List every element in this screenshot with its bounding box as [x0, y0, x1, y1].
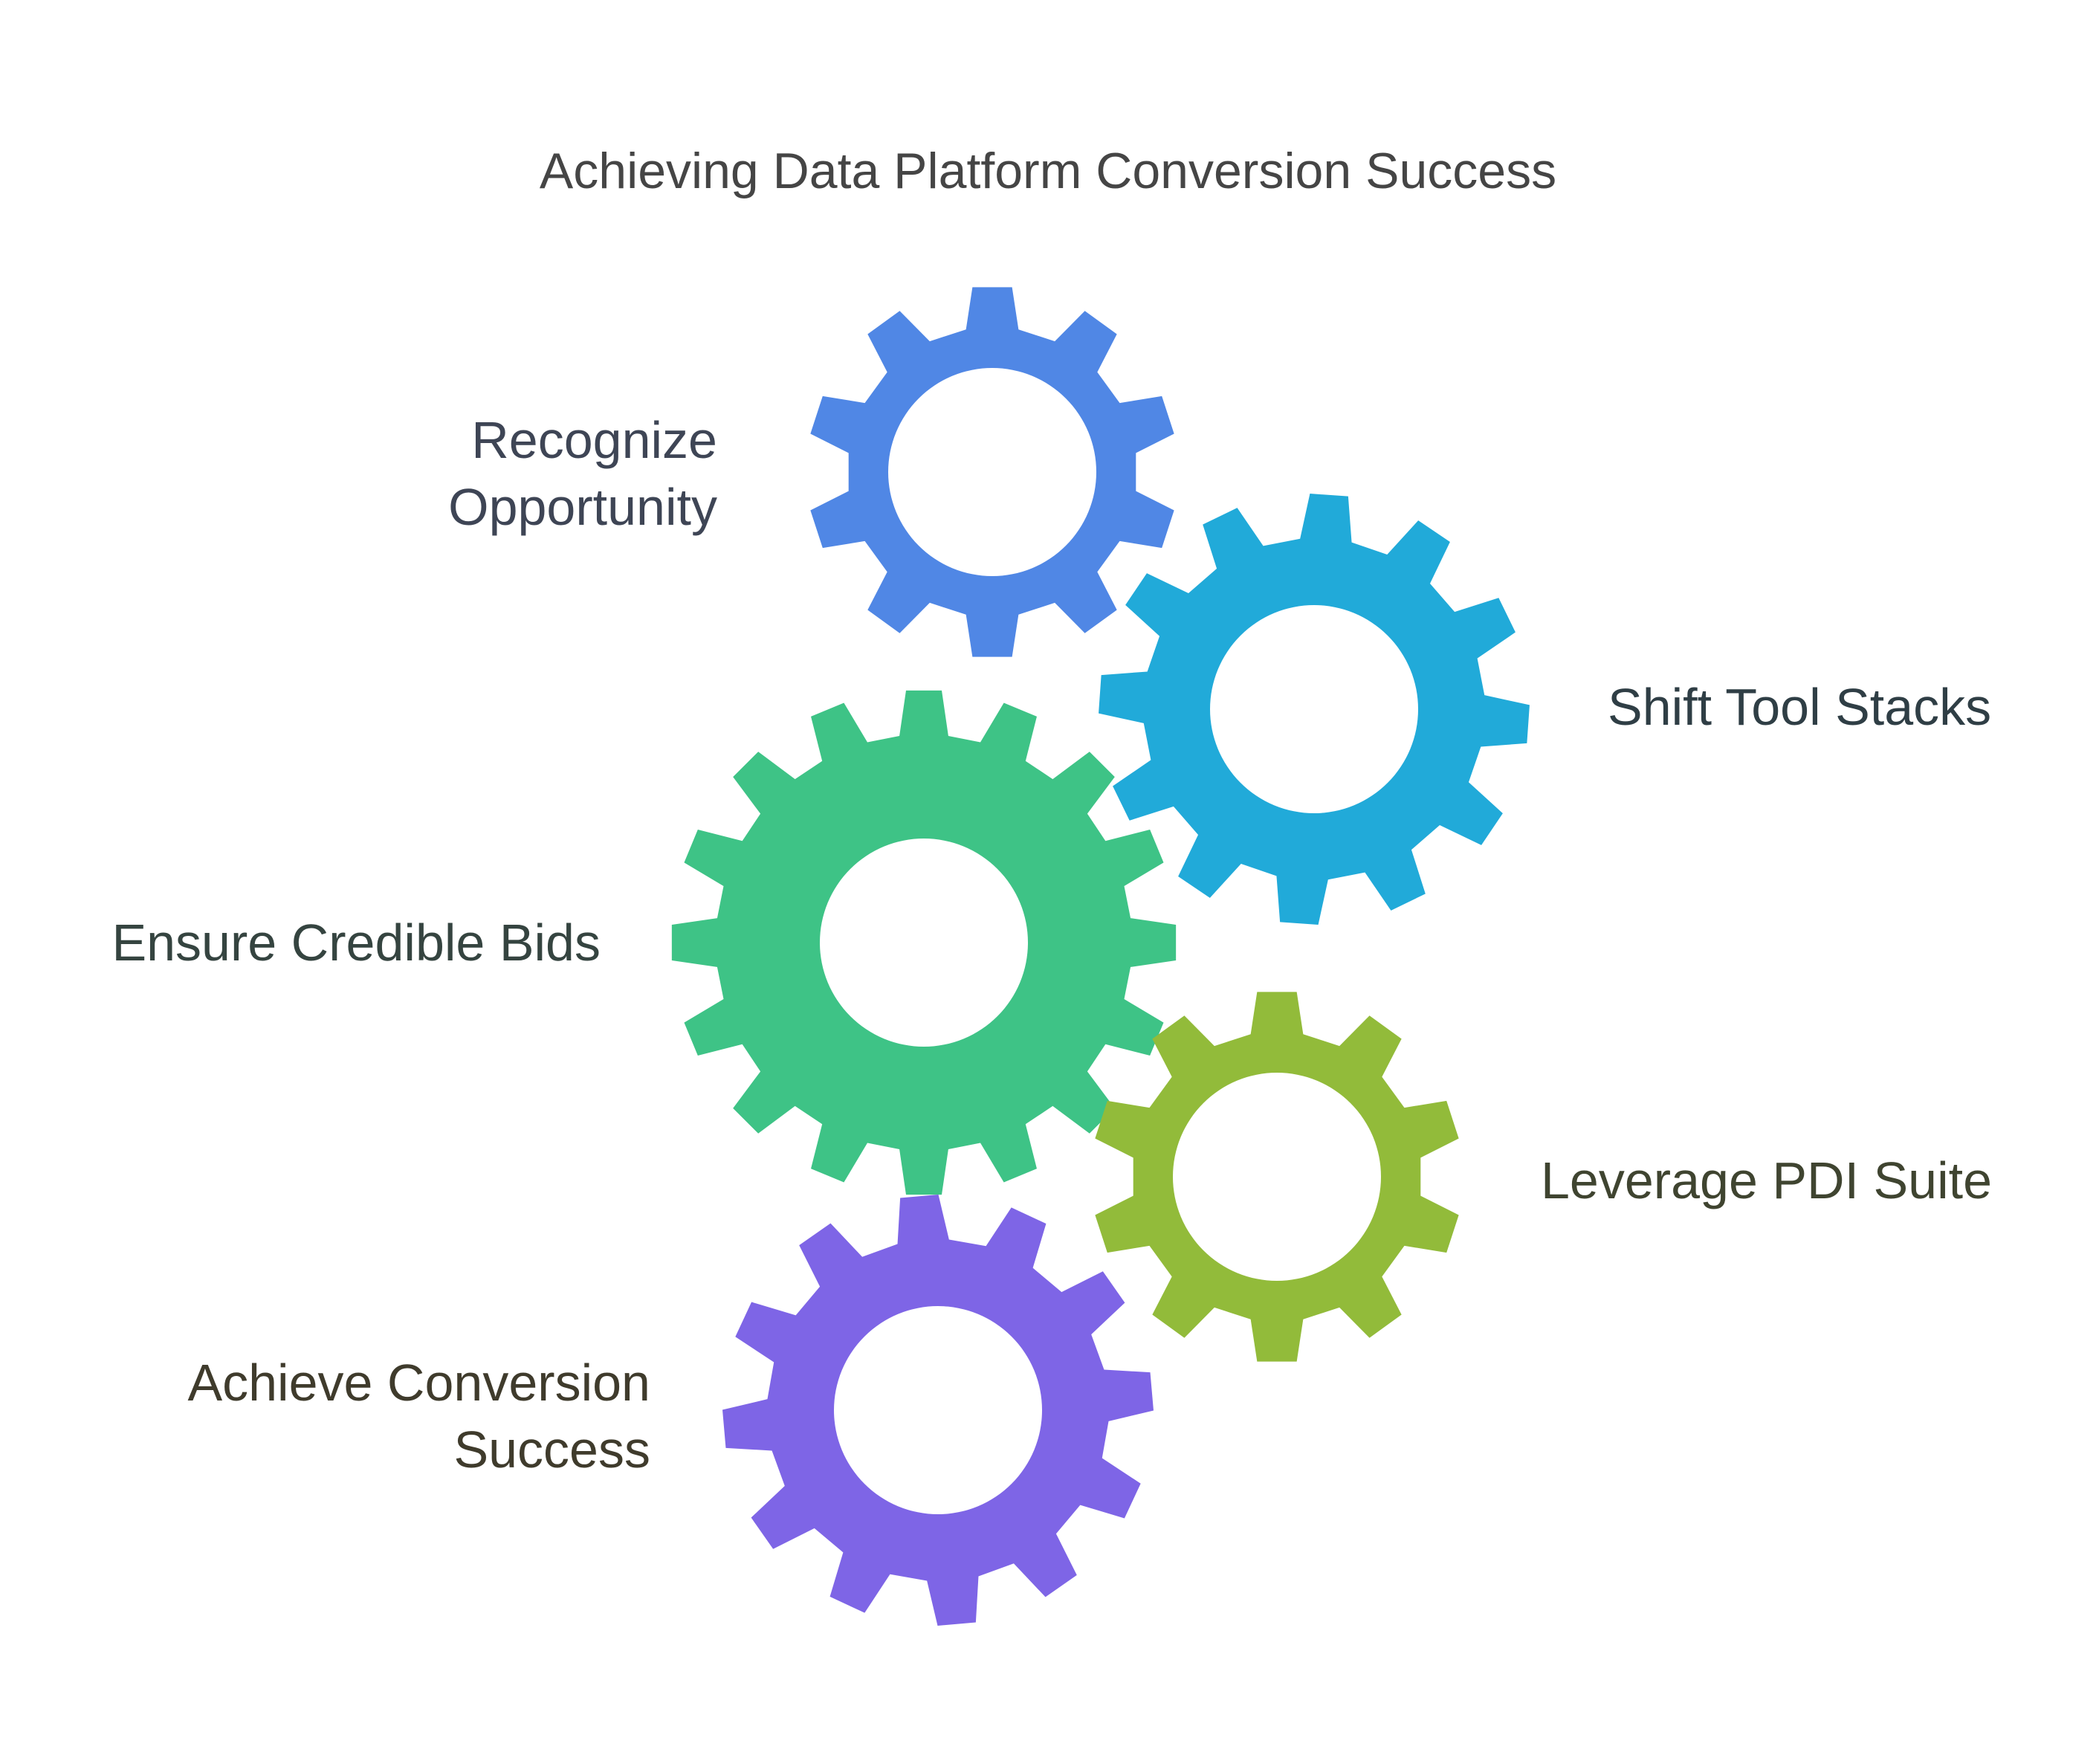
label-line: Recognize: [471, 411, 717, 469]
label-line: Ensure Credible Bids: [111, 914, 601, 972]
step-label-ensure-credible-bids: Ensure Credible Bids: [111, 909, 601, 976]
step-label-achieve-conversion-success: Achieve Conversion Success: [187, 1349, 650, 1483]
label-line: Achieve Conversion: [187, 1354, 650, 1412]
diagram-title: Achieving Data Platform Conversion Succe…: [539, 143, 1557, 199]
label-line: Opportunity: [448, 478, 717, 536]
gear-icon-shift-tool-stacks: [1099, 494, 1530, 925]
gear-icon-recognize-opportunity: [810, 287, 1174, 657]
step-label-shift-tool-stacks: Shift Tool Stacks: [1608, 673, 1991, 740]
step-label-leverage-pdi-suite: Leverage PDI Suite: [1541, 1147, 1992, 1214]
label-line: Success: [453, 1421, 650, 1479]
gear-icon-achieve-conversion-success: [722, 1195, 1154, 1626]
label-line: Shift Tool Stacks: [1608, 678, 1992, 736]
gear-icon-leverage-pdi-suite: [1095, 992, 1459, 1362]
label-line: Leverage PDI Suite: [1541, 1151, 1993, 1209]
gear-icon-ensure-credible-bids: [671, 690, 1177, 1195]
step-label-recognize-opportunity: Recognize Opportunity: [448, 407, 717, 540]
